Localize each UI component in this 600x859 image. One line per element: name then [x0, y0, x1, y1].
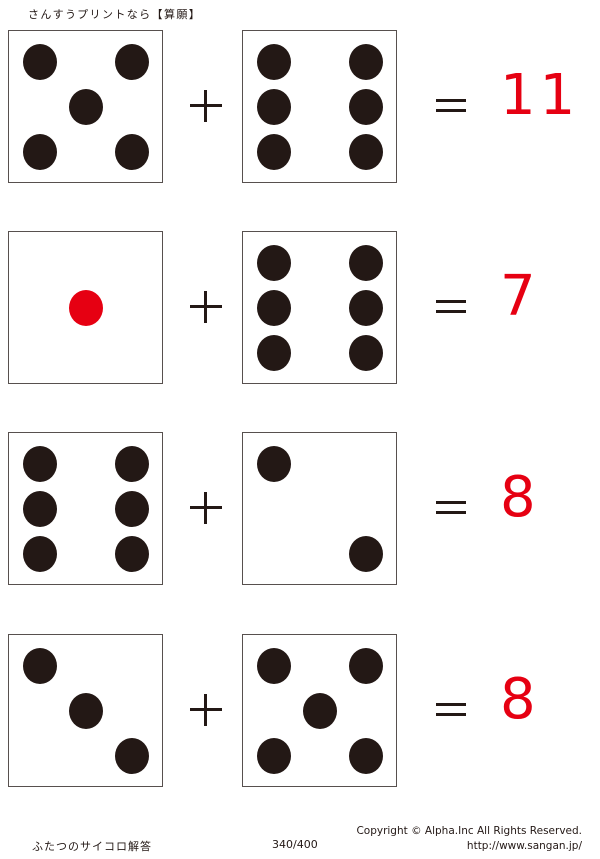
worksheet-label: ふたつのサイコロ解答 [32, 840, 152, 853]
die-pip [257, 738, 291, 774]
plus-icon [186, 690, 226, 730]
footer: ふたつのサイコロ解答 340/400 Copyright © Alpha.Inc… [0, 820, 600, 859]
copyright-text: Copyright © Alpha.Inc All Rights Reserve… [356, 825, 582, 837]
die-pip [257, 648, 291, 684]
die-pip [349, 290, 383, 326]
page-title: さんすうプリントなら【算願】 [28, 8, 202, 21]
die-left [8, 634, 163, 787]
die-pip [115, 44, 149, 80]
die-pip [349, 536, 383, 572]
die-pip [115, 446, 149, 482]
equals-icon [434, 494, 470, 522]
die-right [242, 30, 397, 183]
die-left [8, 432, 163, 585]
problem-row: 8 [0, 634, 600, 789]
plus-icon [186, 488, 226, 528]
die-pip [349, 335, 383, 371]
die-pip [257, 245, 291, 281]
die-pip [69, 89, 103, 125]
die-right [242, 432, 397, 585]
die-pip [303, 693, 337, 729]
die-left [8, 30, 163, 183]
answer-value: 11 [500, 63, 580, 128]
answer-value: 8 [500, 465, 540, 530]
answer-value: 7 [500, 264, 540, 329]
equals-icon [434, 92, 470, 120]
die-pip [257, 89, 291, 125]
answer-value: 8 [500, 667, 540, 732]
die-pip [257, 134, 291, 170]
die-pip [23, 491, 57, 527]
equals-icon [434, 696, 470, 724]
die-pip [349, 44, 383, 80]
die-pip [257, 290, 291, 326]
die-pip [349, 134, 383, 170]
die-right [242, 231, 397, 384]
die-pip [349, 89, 383, 125]
die-pip [23, 134, 57, 170]
page-number: 340/400 [272, 838, 318, 851]
die-pip [69, 290, 103, 326]
die-pip [23, 44, 57, 80]
die-pip [115, 134, 149, 170]
die-pip [349, 648, 383, 684]
plus-icon [186, 287, 226, 327]
die-pip [23, 446, 57, 482]
plus-icon [186, 86, 226, 126]
website-url[interactable]: http://www.sangan.jp/ [466, 840, 582, 852]
die-pip [257, 335, 291, 371]
die-pip [115, 536, 149, 572]
die-right [242, 634, 397, 787]
die-pip [115, 738, 149, 774]
die-pip [69, 693, 103, 729]
equals-icon [434, 293, 470, 321]
die-pip [23, 648, 57, 684]
problem-row: 7 [0, 231, 600, 386]
die-pip [349, 738, 383, 774]
problem-row: 8 [0, 432, 600, 587]
problem-row: 11 [0, 30, 600, 185]
die-pip [257, 44, 291, 80]
die-pip [115, 491, 149, 527]
die-left [8, 231, 163, 384]
die-pip [349, 245, 383, 281]
die-pip [257, 446, 291, 482]
die-pip [23, 536, 57, 572]
